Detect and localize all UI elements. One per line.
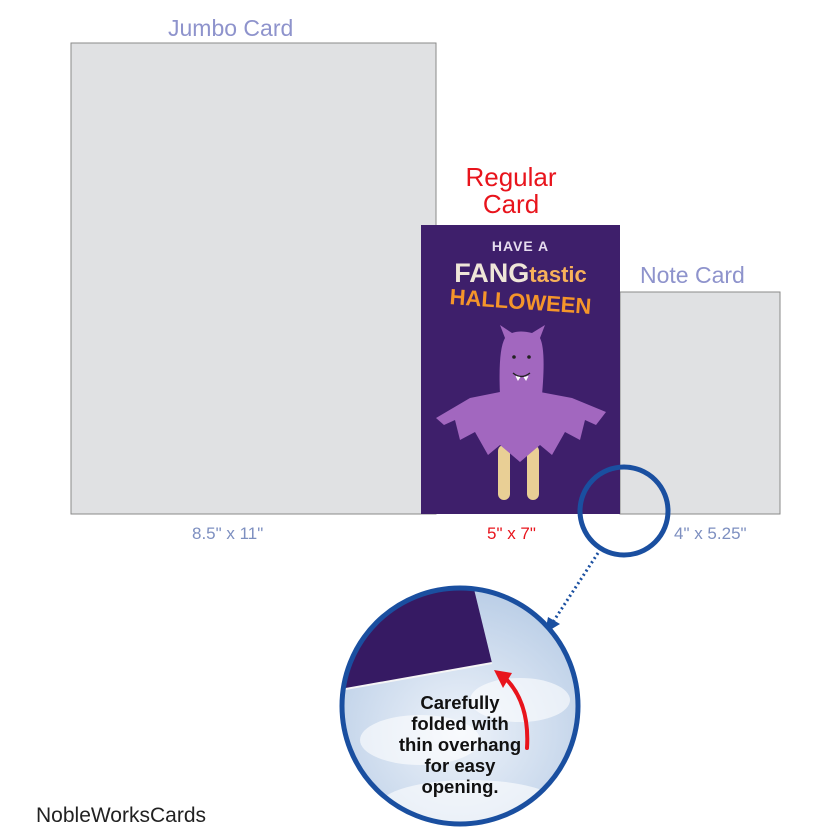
regular-card-image	[421, 225, 620, 514]
note-card-label: Note Card	[640, 262, 745, 288]
greeting-tastic: tastic	[529, 262, 587, 287]
callout-line: opening.	[421, 776, 499, 797]
regular-card-dimensions: 5" x 7"	[487, 524, 536, 543]
callout-line: Carefully	[420, 692, 500, 713]
note-card-dimensions: 4" x 5.25"	[674, 524, 747, 543]
overhang-callout-text: Carefully folded with thin overhang for …	[372, 692, 548, 797]
greeting-fang: FANG	[454, 258, 530, 288]
bat-illustration	[436, 325, 606, 500]
callout-line: thin overhang	[398, 734, 522, 755]
jumbo-card-outline	[70, 42, 437, 515]
regular-card-label: Regular Card	[462, 164, 560, 218]
brand-wordmark: NobleWorksCards	[36, 804, 206, 827]
dotted-pointer-line	[551, 552, 600, 623]
note-card-outline	[619, 291, 781, 515]
callout-line: for easy	[424, 755, 496, 776]
regular-card-label-line1: Regular	[465, 162, 557, 192]
overhang-highlight-circle	[577, 464, 671, 558]
card-greeting: HAVE A FANGtastic HALLOWEEN	[421, 238, 620, 319]
regular-card-label-line2: Card	[482, 189, 540, 219]
jumbo-card-label: Jumbo Card	[168, 15, 294, 41]
jumbo-card-dimensions: 8.5" x 11"	[192, 524, 264, 543]
greeting-line1: HAVE A	[491, 238, 550, 254]
callout-line: folded with	[411, 713, 509, 734]
